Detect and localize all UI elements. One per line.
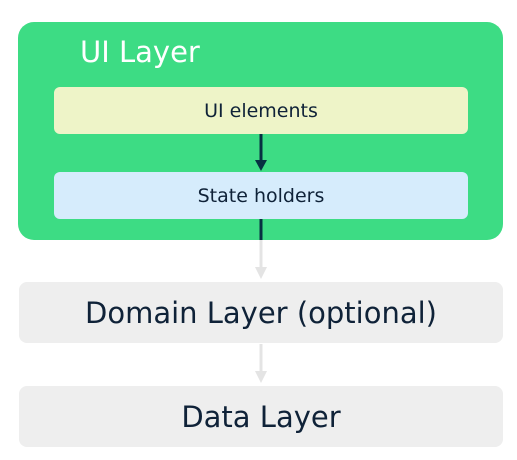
data-layer-box: Data Layer — [19, 386, 503, 447]
domain-layer-box: Domain Layer (optional) — [19, 282, 503, 343]
state-holders-box: State holders — [54, 172, 468, 219]
ui-layer-title: UI Layer — [80, 35, 200, 69]
state-to-domain-arrow-head — [255, 267, 267, 279]
ui-elements-box: UI elements — [54, 87, 468, 134]
domain-to-data-arrow-head — [255, 371, 267, 383]
ui-layer-container: UI Layer UI elements State holders — [18, 22, 503, 240]
